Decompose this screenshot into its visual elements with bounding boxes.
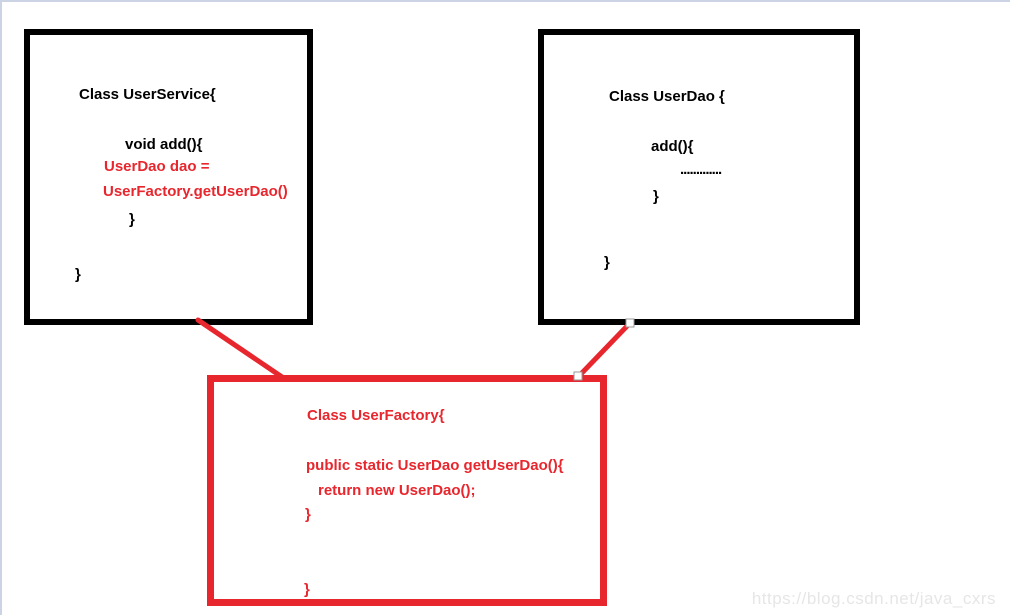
userservice-class-box: Class UserService{ void add(){ UserDao d… (24, 29, 313, 325)
userservice-body-line1: UserDao dao = (104, 158, 210, 175)
userdao-title: Class UserDao { (609, 88, 725, 105)
userfactory-class-close: } (304, 581, 310, 598)
userfactory-title: Class UserFactory{ (307, 407, 445, 424)
userdao-method-signature: add(){ (651, 138, 694, 155)
userdao-class-close: } (604, 254, 610, 271)
connector-line-userservice-to-userfactory (195, 317, 285, 380)
userservice-class-close: } (75, 266, 81, 283)
userservice-body-line2: UserFactory.getUserDao() (103, 183, 288, 200)
userfactory-method-close: } (305, 506, 311, 523)
userdao-method-close: } (653, 188, 659, 205)
userdao-body-dots: ............. (680, 161, 722, 178)
userdao-class-box: Class UserDao { add(){ ............. } } (538, 29, 860, 325)
userfactory-method-signature: public static UserDao getUserDao(){ (306, 457, 564, 474)
userfactory-body-line: return new UserDao(); (318, 482, 476, 499)
userfactory-class-box: Class UserFactory{ public static UserDao… (207, 375, 607, 606)
connector-line-userdao-to-userfactory (577, 321, 632, 378)
userservice-method-signature: void add(){ (125, 136, 203, 153)
userservice-method-close: } (129, 211, 135, 228)
userservice-title: Class UserService{ (79, 86, 216, 103)
blog-watermark: https://blog.csdn.net/java_cxrs (751, 589, 996, 608)
